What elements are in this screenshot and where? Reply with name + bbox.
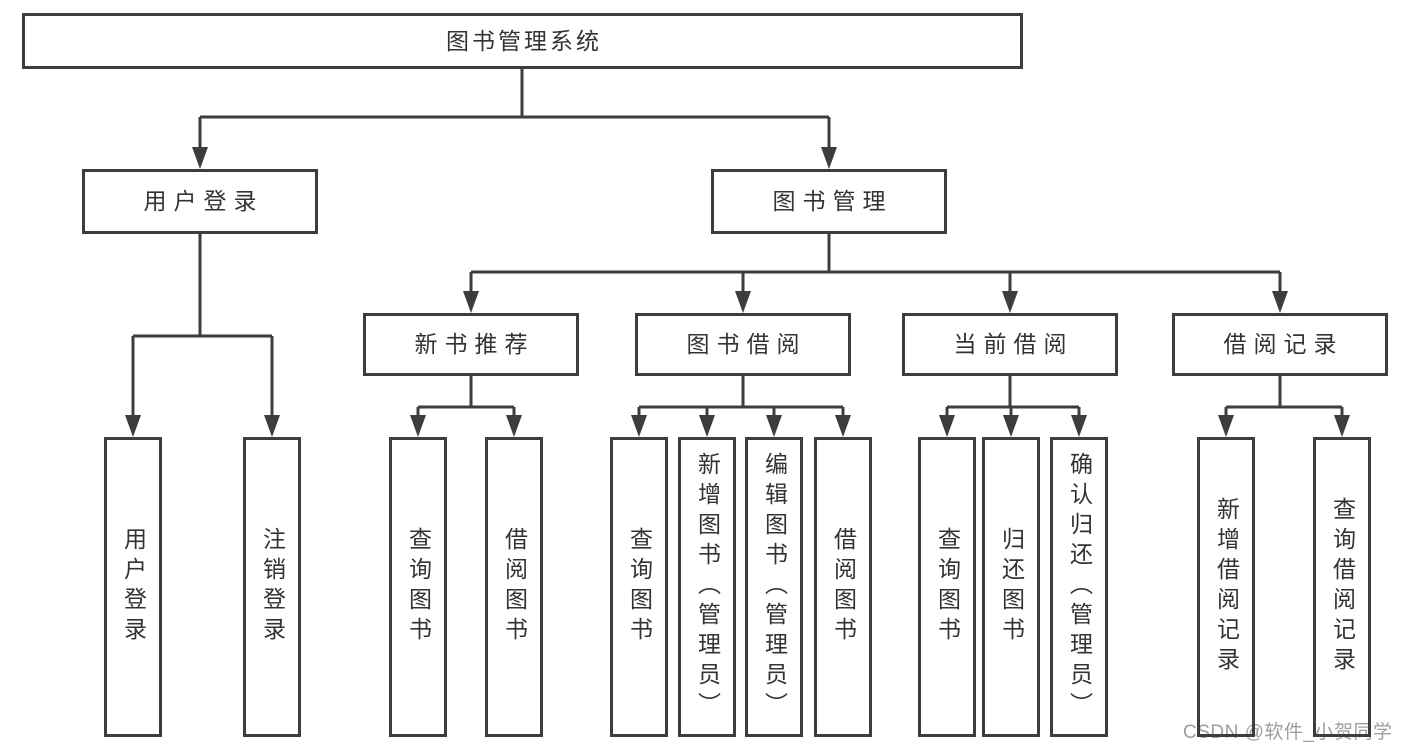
arrow-down-icon <box>1071 415 1087 437</box>
leaf-bb-add-book-label: 新增图书（管理员） <box>694 452 721 722</box>
leaf-cb-query-book: 查询图书 <box>918 437 976 737</box>
connector-book-management-to-level3 <box>469 234 1282 299</box>
arrow-down-icon <box>631 415 647 437</box>
connector-book-borrow-to-children <box>637 376 845 423</box>
arrow-down-icon <box>939 415 955 437</box>
leaf-cb-return-book-label: 归还图书 <box>998 527 1025 647</box>
leaf-bb-add-book: 新增图书（管理员） <box>678 437 736 737</box>
leaf-bb-edit-book-label: 编辑图书（管理员） <box>761 452 788 722</box>
node-user-login: 用户登录 <box>82 169 318 234</box>
leaf-cb-query-book-label: 查询图书 <box>934 527 961 647</box>
arrow-down-icon <box>506 415 522 437</box>
leaf-br-add-record-label: 新增借阅记录 <box>1213 497 1240 677</box>
connector-borrow-record-to-children <box>1224 376 1344 423</box>
leaf-bb-query-book: 查询图书 <box>610 437 668 737</box>
arrow-down-icon <box>125 415 141 437</box>
node-current-borrow: 当前借阅 <box>902 313 1118 376</box>
leaf-cb-confirm-return: 确认归还（管理员） <box>1050 437 1108 737</box>
arrow-down-icon <box>735 291 751 313</box>
arrow-down-icon <box>699 415 715 437</box>
leaf-nbr-query-book: 查询图书 <box>389 437 447 737</box>
arrow-down-icon <box>766 415 782 437</box>
arrow-down-icon <box>463 291 479 313</box>
leaf-br-query-record: 查询借阅记录 <box>1313 437 1371 737</box>
arrow-down-icon <box>1334 415 1350 437</box>
node-new-book-recommend-label: 新书推荐 <box>414 331 535 357</box>
arrow-down-icon <box>192 147 208 169</box>
node-borrow-record: 借阅记录 <box>1172 313 1388 376</box>
node-root-system: 图书管理系统 <box>22 13 1023 69</box>
connector-new-book-recommend-to-children <box>416 376 516 423</box>
connector-lines <box>131 69 1344 423</box>
node-new-book-recommend: 新书推荐 <box>363 313 579 376</box>
leaf-bb-query-book-label: 查询图书 <box>626 527 653 647</box>
leaf-logout: 注销登录 <box>243 437 301 737</box>
arrow-down-icon <box>1003 415 1019 437</box>
leaf-user-login: 用户登录 <box>104 437 162 737</box>
arrow-down-icon <box>1002 291 1018 313</box>
leaf-bb-borrow-book-label: 借阅图书 <box>830 527 857 647</box>
leaf-bb-borrow-book: 借阅图书 <box>814 437 872 737</box>
leaf-bb-edit-book: 编辑图书（管理员） <box>745 437 803 737</box>
leaf-nbr-query-book-label: 查询图书 <box>405 527 432 647</box>
leaf-cb-return-book: 归还图书 <box>982 437 1040 737</box>
arrowheads <box>125 147 1350 437</box>
arrow-down-icon <box>835 415 851 437</box>
leaf-br-add-record: 新增借阅记录 <box>1197 437 1255 737</box>
leaf-nbr-borrow-book-label: 借阅图书 <box>501 527 528 647</box>
node-book-management: 图书管理 <box>711 169 947 234</box>
arrow-down-icon <box>821 147 837 169</box>
node-user-login-label: 用户登录 <box>143 188 264 214</box>
connector-root-to-level2 <box>198 69 831 155</box>
leaf-logout-label: 注销登录 <box>259 527 286 647</box>
node-current-borrow-label: 当前借阅 <box>953 331 1074 357</box>
leaf-nbr-borrow-book: 借阅图书 <box>485 437 543 737</box>
arrow-down-icon <box>410 415 426 437</box>
node-borrow-record-label: 借阅记录 <box>1223 331 1344 357</box>
arrow-down-icon <box>1272 291 1288 313</box>
node-book-management-label: 图书管理 <box>772 188 893 214</box>
node-root-label: 图书管理系统 <box>446 27 602 54</box>
leaf-br-query-record-label: 查询借阅记录 <box>1329 497 1356 677</box>
leaf-user-login-label: 用户登录 <box>120 527 147 647</box>
connector-user-login-to-children <box>131 234 274 423</box>
arrow-down-icon <box>1218 415 1234 437</box>
node-book-borrow: 图书借阅 <box>635 313 851 376</box>
arrow-down-icon <box>264 415 280 437</box>
watermark: CSDN @软件_小贺同学 <box>1183 722 1393 743</box>
leaf-cb-confirm-return-label: 确认归还（管理员） <box>1066 452 1093 722</box>
node-book-borrow-label: 图书借阅 <box>686 331 807 357</box>
